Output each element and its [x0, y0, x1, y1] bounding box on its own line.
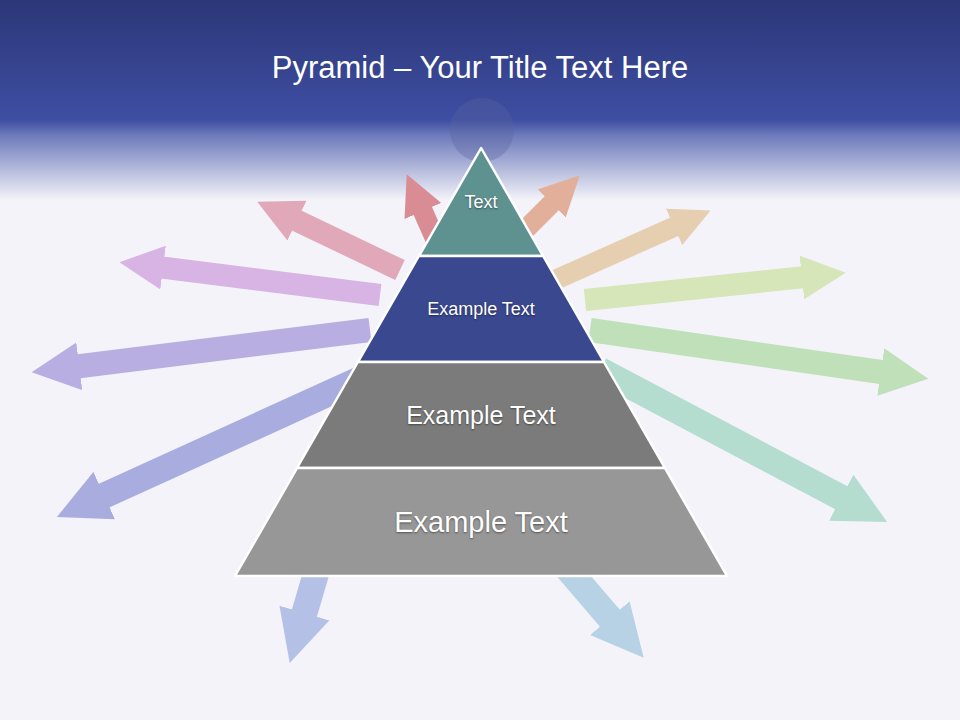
slide-title: Pyramid – Your Title Text Here — [0, 50, 960, 86]
pyramid-band: Example Text — [358, 256, 604, 362]
pyramid-band: Example Text — [235, 468, 727, 576]
band-label: Example Text — [394, 506, 568, 539]
band-label: Example Text — [427, 299, 535, 320]
band-label: Example Text — [406, 401, 556, 430]
pyramid-apex: Text — [419, 148, 543, 256]
pyramid-band: Example Text — [297, 362, 665, 468]
band-label: Text — [464, 192, 497, 213]
